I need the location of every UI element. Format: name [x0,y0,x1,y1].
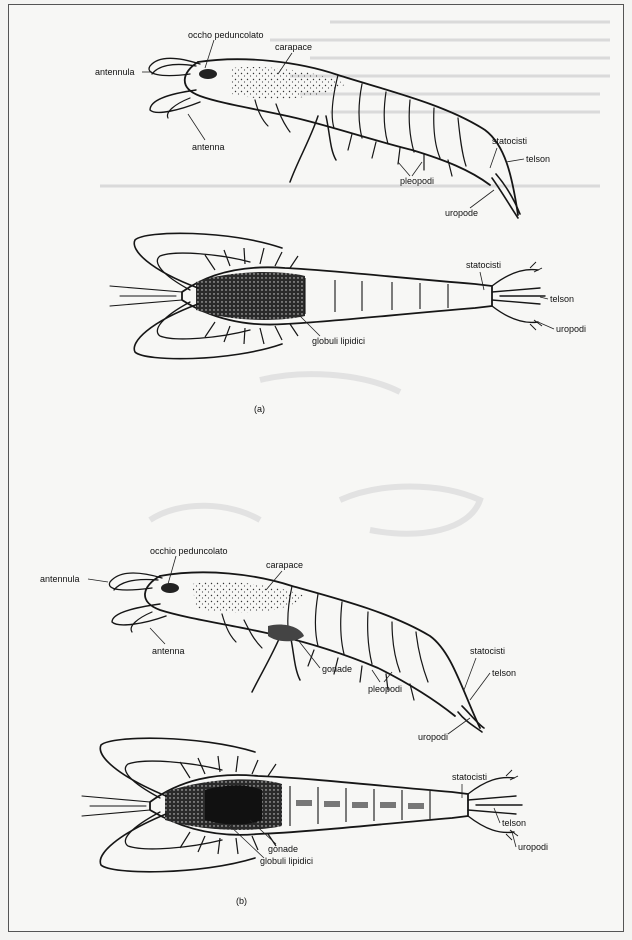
caption-b: (b) [236,896,247,906]
label-statocisti: statocisti [492,136,527,146]
label-antennula: antennula [95,67,135,77]
label-telson-b: telson [492,668,516,678]
label-antenna-b: antenna [152,646,185,656]
caption-a: (a) [254,404,265,414]
label-statocisti-b-dorsal: statocisti [452,772,487,782]
shrimp-a-lateral [149,58,520,218]
label-uropodi-b: uropodi [418,732,448,742]
label-antenna: antenna [192,142,225,152]
label-occhio: occho peduncolato [188,30,264,40]
label-statocisti-dorsal: statocisti [466,260,501,270]
bleed-through-shapes [150,374,480,534]
label-pleopodi-b: pleopodi [368,684,402,694]
label-globuli-b-dorsal: globuli lipidici [260,856,313,866]
label-pleopodi: pleopodi [400,176,434,186]
label-uropode: uropode [445,208,478,218]
label-gonade-b: gonade [322,664,352,674]
label-telson-b-dorsal: telson [502,818,526,828]
labels-b-lateral: occhio peduncolato carapace antennula an… [40,546,516,742]
label-antennula-b: antennula [40,574,80,584]
label-carapace-b: carapace [266,560,303,570]
shrimp-b-dorsal [82,738,522,872]
label-uropodi-b-dorsal: uropodi [518,842,548,852]
label-statocisti-b: statocisti [470,646,505,656]
label-uropodi-dorsal: uropodi [556,324,586,334]
label-carapace: carapace [275,42,312,52]
label-telson: telson [526,154,550,164]
label-telson-dorsal: telson [550,294,574,304]
label-gonade-b-dorsal: gonade [268,844,298,854]
label-globuli: globuli lipidici [312,336,365,346]
label-occhio-b: occhio peduncolato [150,546,228,556]
